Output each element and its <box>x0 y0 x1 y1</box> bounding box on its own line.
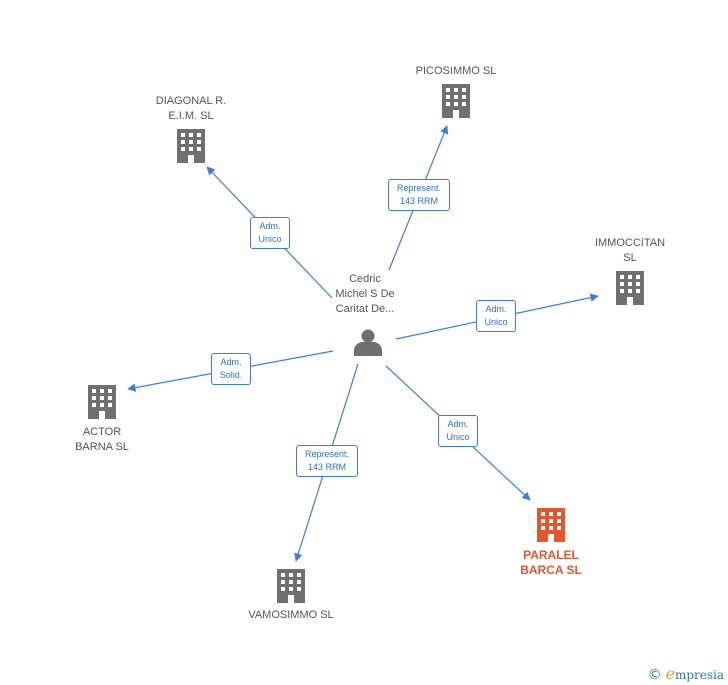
company-label-immoccitan[interactable]: IMMOCCITAN SL <box>594 237 666 264</box>
copyright-symbol: © <box>647 667 662 683</box>
edge-label-vamosimmo[interactable]: Represent. 143 RRM <box>296 445 358 477</box>
edge-label-picosimmo[interactable]: Represent. 143 RRM <box>388 179 450 211</box>
brand-initial: e <box>665 664 675 683</box>
building-icon-actor[interactable] <box>88 385 116 419</box>
company-label-picosimmo[interactable]: PICOSIMMO SL <box>415 65 497 77</box>
edge-label-diagonal[interactable]: Adm. Unico <box>250 217 290 249</box>
person-label[interactable]: Cedric Michel S De Caritat De... <box>335 273 395 315</box>
building-icon-diagonal[interactable] <box>177 129 205 163</box>
empresia-logo: © empresia <box>648 664 724 683</box>
building-icon-paralel[interactable] <box>537 508 565 542</box>
brand-name: mpresia <box>674 668 724 682</box>
person-icon[interactable] <box>354 329 382 357</box>
edge-label-immoccitan[interactable]: Adm. Unico <box>476 300 516 332</box>
building-icon-vamosimmo[interactable] <box>277 569 305 603</box>
company-label-paralel[interactable]: PARALEL BARCA SL <box>520 548 582 577</box>
company-label-vamosimmo[interactable]: VAMOSIMMO SL <box>248 609 334 621</box>
edge-label-actor[interactable]: Adm. Solid. <box>211 353 251 385</box>
company-label-diagonal[interactable]: DIAGONAL R. E.I.M. SL <box>155 95 227 122</box>
building-icon-immoccitan[interactable] <box>616 271 644 305</box>
building-icon-picosimmo[interactable] <box>442 84 470 118</box>
company-label-actor[interactable]: ACTOR BARNA SL <box>75 426 129 453</box>
edge-label-paralel[interactable]: Adm. Unico <box>438 415 478 447</box>
